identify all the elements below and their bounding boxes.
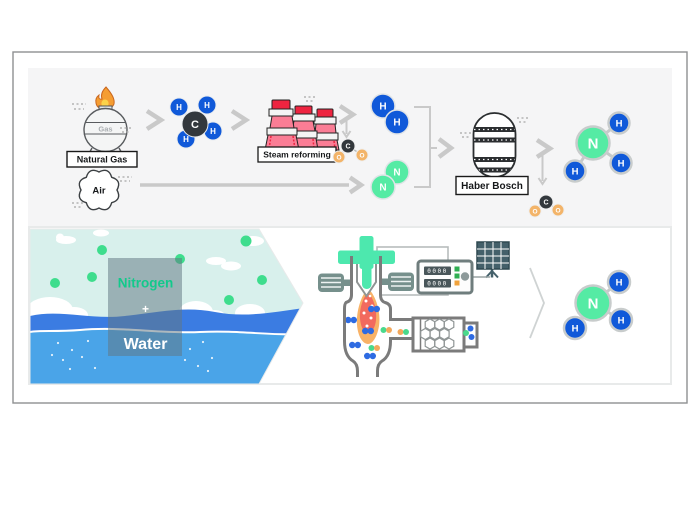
arrow-down-icon	[341, 130, 352, 139]
hydrogen-atom	[563, 159, 587, 183]
oxygen-atom	[332, 150, 346, 164]
knob	[460, 272, 470, 281]
svg-text:H: H	[393, 118, 400, 129]
funnel	[356, 257, 377, 298]
ammonia-cluster	[463, 325, 475, 340]
svg-text:N: N	[393, 168, 400, 179]
svg-text:H: H	[204, 101, 210, 110]
indicator-led	[454, 273, 460, 279]
solar-panel-icon	[476, 241, 510, 279]
indicator-led	[454, 266, 460, 272]
svg-text:C: C	[543, 200, 548, 207]
merge-bracket	[414, 106, 437, 188]
display-readout	[424, 279, 451, 288]
haber-bosch-reactor: Haber Bosch	[455, 112, 529, 196]
hydrogen-molecule: H H	[370, 93, 410, 135]
oxygen-atom	[355, 148, 369, 162]
hydrogen-atom	[606, 269, 632, 295]
factory-chimney	[264, 99, 300, 151]
grill-electrode	[318, 273, 352, 292]
svg-text:O: O	[359, 152, 364, 159]
carbon-atom	[340, 138, 356, 154]
indicator-led	[454, 280, 460, 286]
nitrogen-label: Nitrogen	[118, 276, 174, 291]
air-cloud: Air	[78, 169, 120, 211]
svg-text:H: H	[616, 118, 623, 129]
svg-text:O: O	[336, 154, 341, 161]
steam-reforming-label: Steam reforming	[263, 150, 331, 160]
natural-gas-tank: Gas Natural Gas	[66, 86, 138, 168]
air-label: Air	[92, 185, 106, 196]
hydrogen-atom	[197, 95, 217, 115]
water-label: Water	[124, 336, 168, 353]
hydrogen-atom	[607, 111, 631, 135]
nitrogen-atom	[575, 125, 611, 161]
hydrogen-atom	[608, 307, 634, 333]
gas-tank-text: Gas	[98, 125, 112, 134]
svg-text:H: H	[616, 277, 623, 288]
ammonia-molecule: H H H N	[563, 111, 633, 183]
svg-text:N: N	[588, 135, 599, 152]
display-readout	[424, 266, 451, 275]
oxygen-atom	[528, 204, 542, 218]
svg-text:H: H	[572, 166, 579, 177]
arrow-icon	[535, 138, 555, 159]
carbon-atom	[538, 194, 554, 210]
product-pairs	[368, 327, 409, 351]
hydrogen-atom	[562, 315, 588, 341]
ammonia-product-molecule: H H H N	[562, 269, 634, 341]
hydrogen-atom	[609, 151, 633, 175]
svg-text:H: H	[618, 158, 625, 169]
natural-gas-label: Natural Gas	[77, 154, 128, 164]
svg-text:H: H	[618, 315, 625, 326]
steam-reforming-factory: Steam reforming	[257, 99, 340, 163]
plus-label: +	[142, 302, 149, 316]
svg-text:H: H	[176, 103, 182, 112]
arrow-icon	[145, 109, 166, 131]
oxygen-atom	[551, 203, 565, 217]
svg-text:N: N	[588, 295, 599, 312]
co2-molecule: O O C	[528, 194, 565, 218]
co2-molecule: O O C	[332, 138, 369, 164]
chevron-arrow	[529, 267, 545, 339]
arrow-icon	[338, 104, 358, 125]
grill-electrode	[379, 272, 414, 291]
svg-text:0000: 0000	[427, 281, 447, 288]
svg-text:H: H	[183, 135, 189, 144]
label-overlay	[108, 258, 182, 356]
arrow-icon	[348, 175, 365, 195]
arrow-icon	[230, 109, 251, 131]
svg-text:H: H	[210, 127, 216, 136]
svg-text:C: C	[345, 144, 350, 151]
flame-icon	[95, 86, 115, 110]
hydrogen-atom	[169, 97, 189, 117]
nitrogen-molecule: N N	[370, 159, 410, 200]
carbon-atom	[181, 110, 209, 138]
haber-bosch-label: Haber Bosch	[461, 181, 523, 192]
water-speckles	[50, 339, 214, 373]
svg-text:0000: 0000	[427, 268, 447, 275]
nitrogen-water-scene: Nitrogen + Water	[30, 229, 303, 384]
scene-outline	[29, 228, 304, 385]
svg-text:N: N	[379, 183, 386, 194]
steam-dashes	[72, 96, 529, 208]
arrow-down-icon	[537, 177, 548, 186]
power-supply: 0000 0000	[416, 259, 474, 295]
plasma-reactor: 0000 0000	[318, 236, 510, 377]
arrow-icon	[437, 137, 455, 159]
n2-pairs	[345, 305, 380, 360]
svg-text:C: C	[191, 119, 199, 131]
svg-text:O: O	[555, 207, 560, 214]
svg-text:H: H	[379, 102, 386, 113]
catalyst-honeycomb	[411, 316, 479, 353]
nitrogen-atom	[574, 284, 612, 322]
methane-molecule: H H H H C	[169, 95, 223, 149]
svg-text:O: O	[532, 208, 537, 215]
svg-text:H: H	[572, 323, 579, 334]
